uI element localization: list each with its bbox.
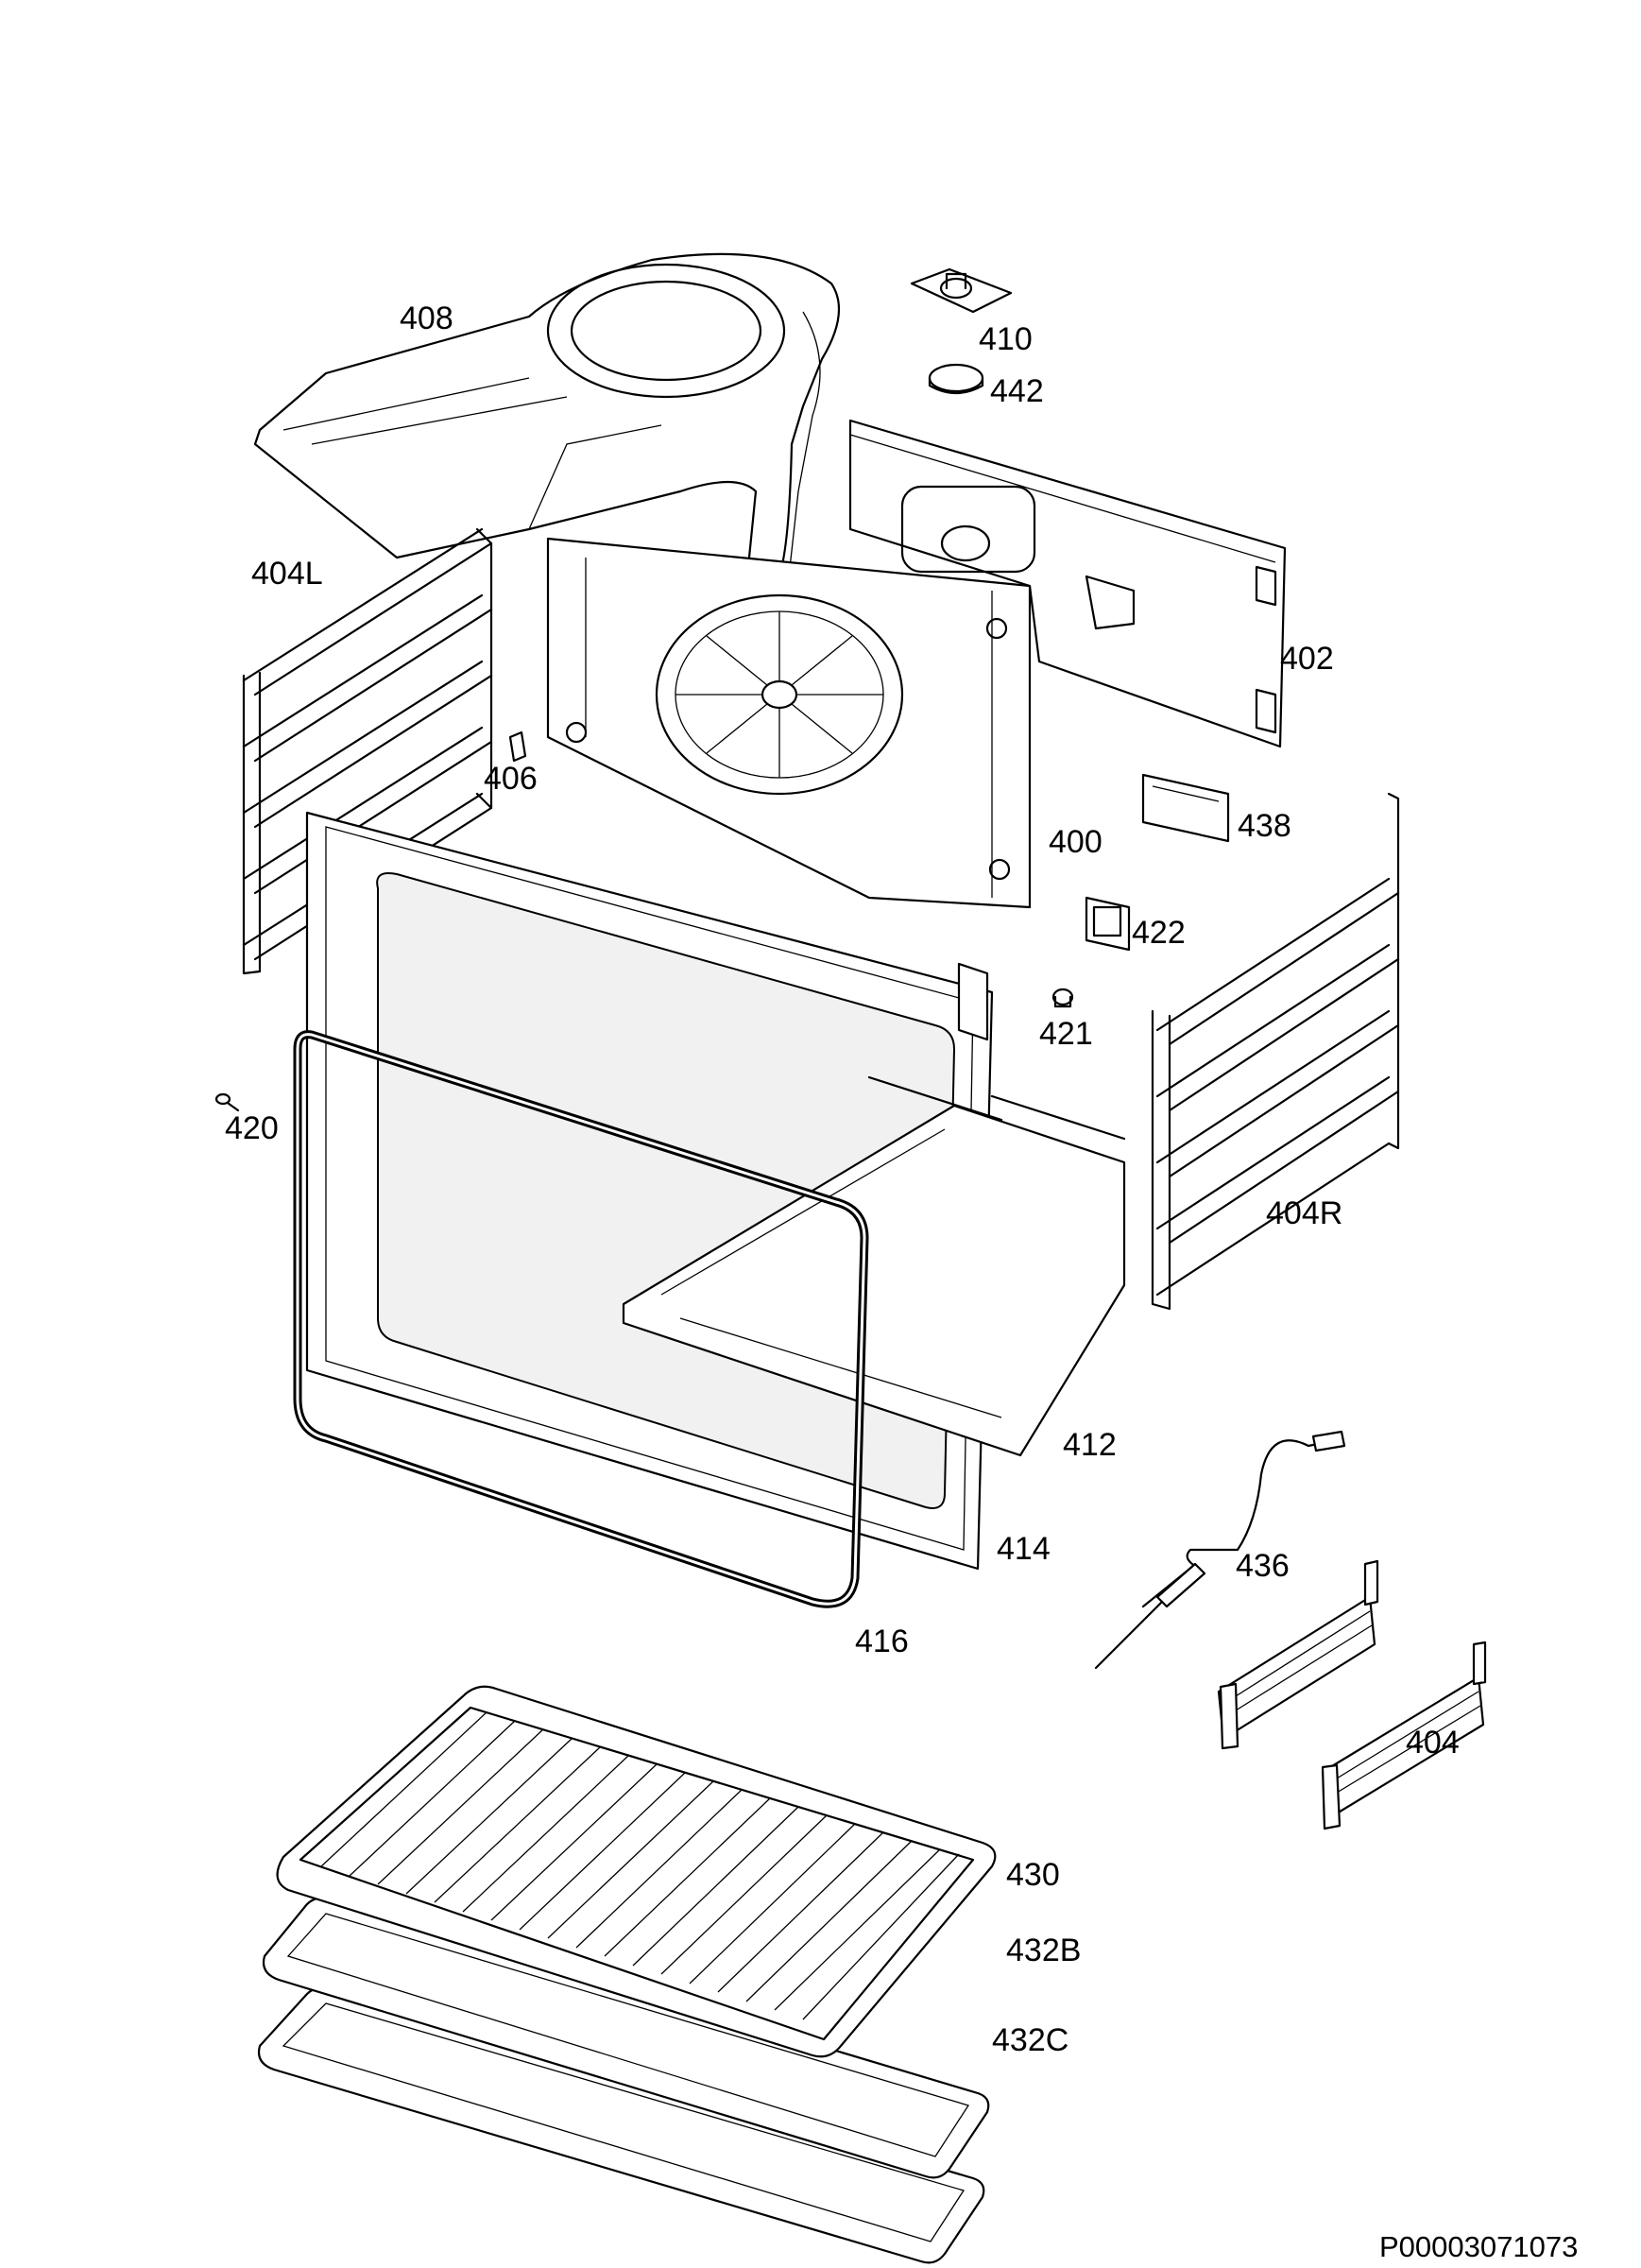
label-438: 438	[1238, 808, 1291, 844]
part-404R-right-rail	[1151, 792, 1400, 1311]
label-406: 406	[484, 761, 538, 797]
part-416-door-seal	[293, 1030, 869, 1608]
part-438-lamp-housing	[1141, 773, 1230, 843]
label-442: 442	[990, 373, 1044, 409]
label-404: 404	[1406, 1725, 1460, 1761]
label-404L: 404L	[251, 556, 323, 592]
label-420: 420	[225, 1110, 279, 1146]
part-406-clip	[508, 730, 527, 763]
part-442-cap	[928, 363, 984, 395]
part-404L-left-rail	[242, 527, 493, 975]
label-412: 412	[1063, 1427, 1117, 1463]
label-432B: 432B	[1006, 1933, 1081, 1968]
part-402-rear-panel	[848, 419, 1287, 748]
part-420-screw	[214, 1092, 240, 1112]
label-430: 430	[1006, 1857, 1060, 1893]
part-436-meat-probe	[1094, 1430, 1346, 1670]
label-408: 408	[400, 301, 453, 336]
label-421: 421	[1039, 1016, 1093, 1052]
label-402: 402	[1280, 641, 1334, 677]
label-436: 436	[1236, 1548, 1290, 1584]
label-416: 416	[855, 1624, 909, 1659]
part-408-fan-cover	[253, 252, 841, 602]
label-400: 400	[1049, 824, 1103, 860]
label-410: 410	[979, 321, 1033, 357]
label-414: 414	[997, 1531, 1051, 1567]
part-421-screw	[1051, 988, 1074, 1008]
part-410-motor-bracket	[910, 267, 1013, 314]
part-404-telescopic-runners	[1217, 1559, 1487, 1830]
part-400-back-wall	[546, 537, 1032, 909]
part-430-wire-shelf	[276, 1685, 997, 2058]
label-404R: 404R	[1266, 1195, 1342, 1231]
label-422: 422	[1132, 915, 1186, 951]
label-432C: 432C	[992, 2022, 1068, 2058]
part-422-lamp-socket	[1085, 896, 1131, 952]
part-412-cavity-base	[622, 1075, 1126, 1457]
document-id: P00003071073	[1379, 2230, 1578, 2263]
